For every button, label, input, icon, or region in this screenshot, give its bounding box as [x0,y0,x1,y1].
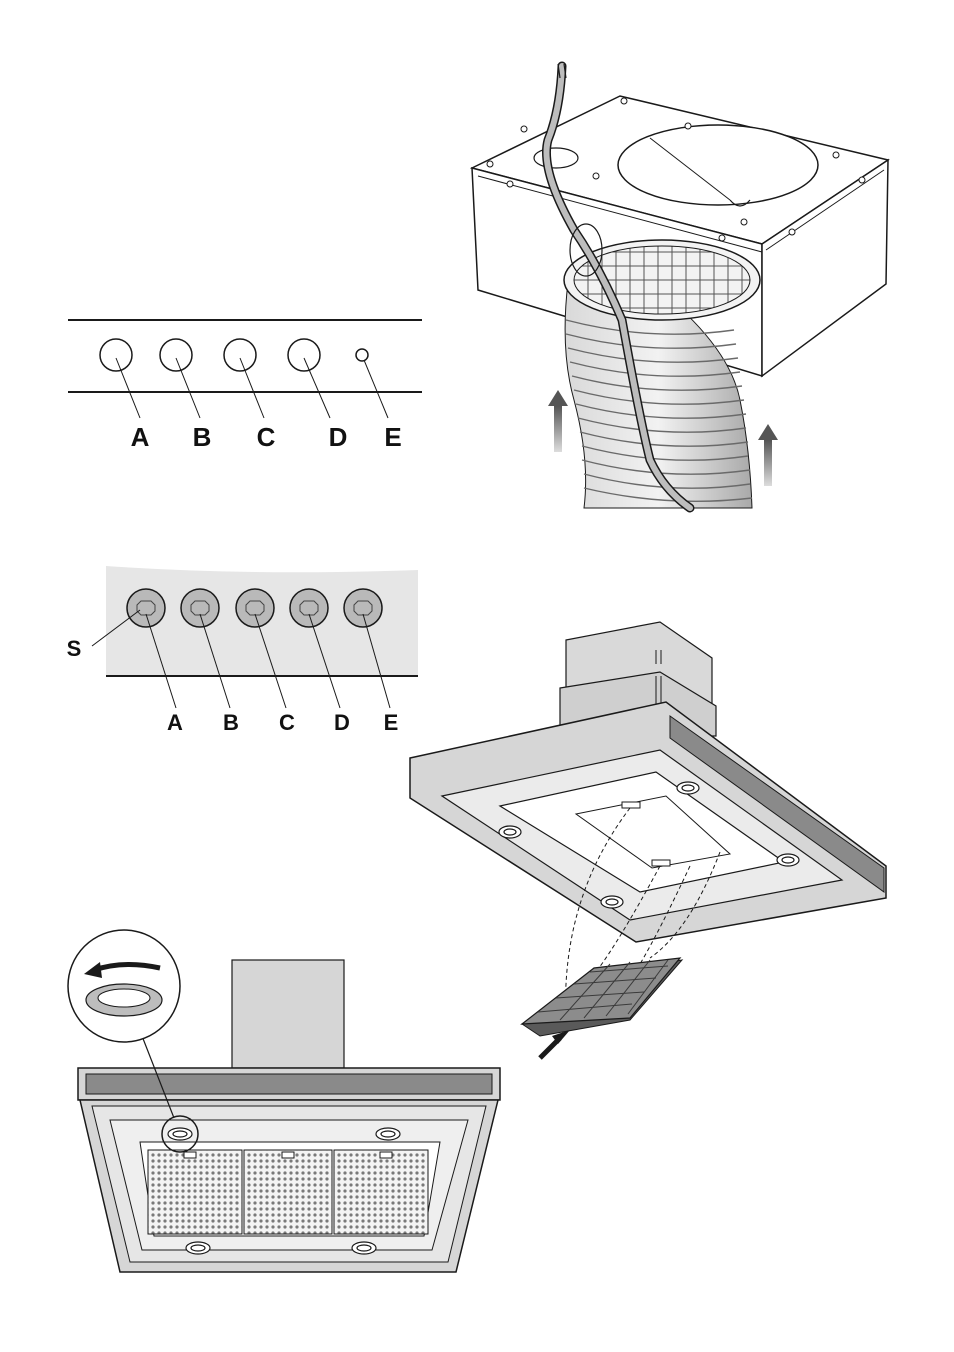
front-chimney [232,960,344,1068]
airflow-arrow-right [758,424,778,486]
button-label-b: B [193,422,212,452]
exhaust-hole [618,125,818,205]
panel-button-c [224,339,264,418]
panel-button-a [100,339,140,418]
panel-button-b [160,339,200,418]
grease-filters [148,1150,428,1234]
knob-panel-figure: S A B C D E [67,566,418,735]
button-panel-figure: A B C D E [68,320,422,452]
duct-box-figure [472,64,888,508]
hood-filter-figure [410,622,886,1058]
knob-label-a: A [167,710,183,735]
button-label-c: C [257,422,276,452]
hood-front-figure [68,930,500,1272]
panel-button-d [288,339,330,418]
flexible-duct [564,240,760,508]
lamp-detail-callout [68,930,180,1042]
knob-label-e: E [384,710,399,735]
screw-label-s: S [67,636,82,661]
front-control-strip [86,1074,492,1094]
button-label-e: E [384,422,401,452]
panel-indicator-e [356,349,388,418]
button-label-a: A [131,422,150,452]
button-label-d: D [329,422,348,452]
knob-label-b: B [223,710,239,735]
carbon-filter [522,958,682,1036]
airflow-arrow-left [548,390,568,452]
knob-label-c: C [279,710,295,735]
cable-hole [534,148,578,168]
knob-label-d: D [334,710,350,735]
